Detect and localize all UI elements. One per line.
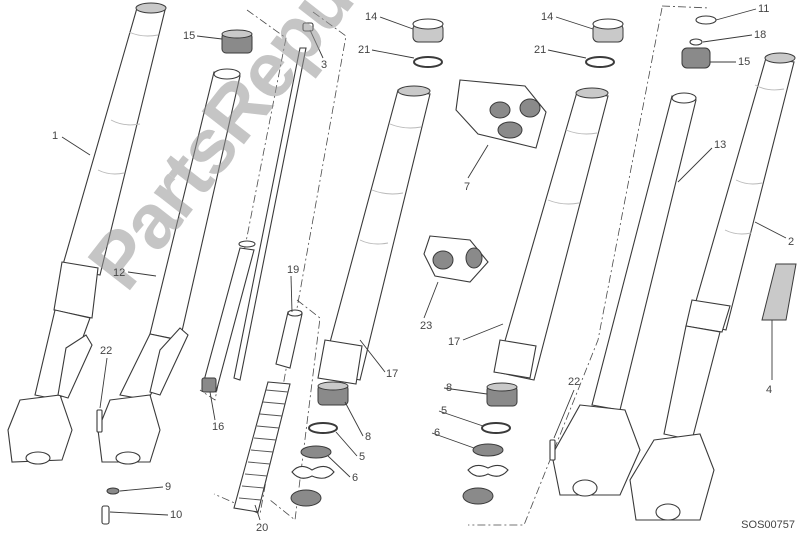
callout-6b[interactable]: 6 [434,427,441,439]
callout-11[interactable]: 11 [758,3,770,15]
callout-15b[interactable]: 15 [738,56,751,68]
callout-2[interactable]: 2 [788,236,795,248]
callout-17a[interactable]: 17 [386,368,399,380]
callout-17b[interactable]: 17 [448,336,461,348]
fork-leg-2[interactable] [629,52,796,521]
callout-12[interactable]: 12 [113,267,126,279]
callout-21a[interactable]: 21 [358,44,371,56]
callout-8b[interactable]: 8 [446,382,453,394]
callout-14b[interactable]: 14 [541,11,554,23]
callout-22a[interactable]: 22 [100,345,113,357]
callout-4[interactable]: 4 [766,384,773,396]
callout-10[interactable]: 10 [170,509,183,521]
callout-5a[interactable]: 5 [359,451,366,463]
fork-tube-17-left[interactable] [317,85,431,385]
callout-22b[interactable]: 22 [568,376,581,388]
fork-leg-12[interactable] [97,68,241,465]
fork-leg-13[interactable] [551,15,717,497]
part-4-protector[interactable] [761,263,797,321]
callout-16[interactable]: 16 [212,421,225,433]
reference-code: SOS00757 [741,519,795,531]
fork-tube-17-right[interactable] [493,87,609,381]
callout-14a[interactable]: 14 [365,11,378,23]
callout-6a[interactable]: 6 [352,472,359,484]
callout-7[interactable]: 7 [464,181,471,193]
seal-stack-left[interactable] [290,381,349,507]
cap-14-right[interactable] [585,18,624,68]
clamp-kit-23[interactable] [423,235,489,283]
callout-5b[interactable]: 5 [441,405,448,417]
callout-15a[interactable]: 15 [183,30,196,42]
fork-leg-1[interactable] [7,2,167,465]
damper-rod[interactable] [201,22,314,393]
callout-9[interactable]: 9 [165,481,172,493]
clamp-kit-7[interactable] [455,79,547,149]
seal-stack-right[interactable] [462,382,518,505]
callout-20[interactable]: 20 [256,522,269,534]
callout-1[interactable]: 1 [52,130,59,142]
callout-23[interactable]: 23 [420,320,433,332]
cap-15-left[interactable] [221,29,253,54]
callout-8a[interactable]: 8 [365,431,372,443]
callout-18[interactable]: 18 [754,29,767,41]
piston-19[interactable] [275,309,303,369]
cap-14-left[interactable] [412,18,444,68]
callout-13[interactable]: 13 [714,139,727,151]
callout-19[interactable]: 19 [287,264,300,276]
bolts[interactable] [96,409,556,525]
callout-3[interactable]: 3 [321,59,328,71]
leader-lines [61,8,787,521]
spring-20[interactable] [233,381,291,513]
callout-21b[interactable]: 21 [534,44,547,56]
